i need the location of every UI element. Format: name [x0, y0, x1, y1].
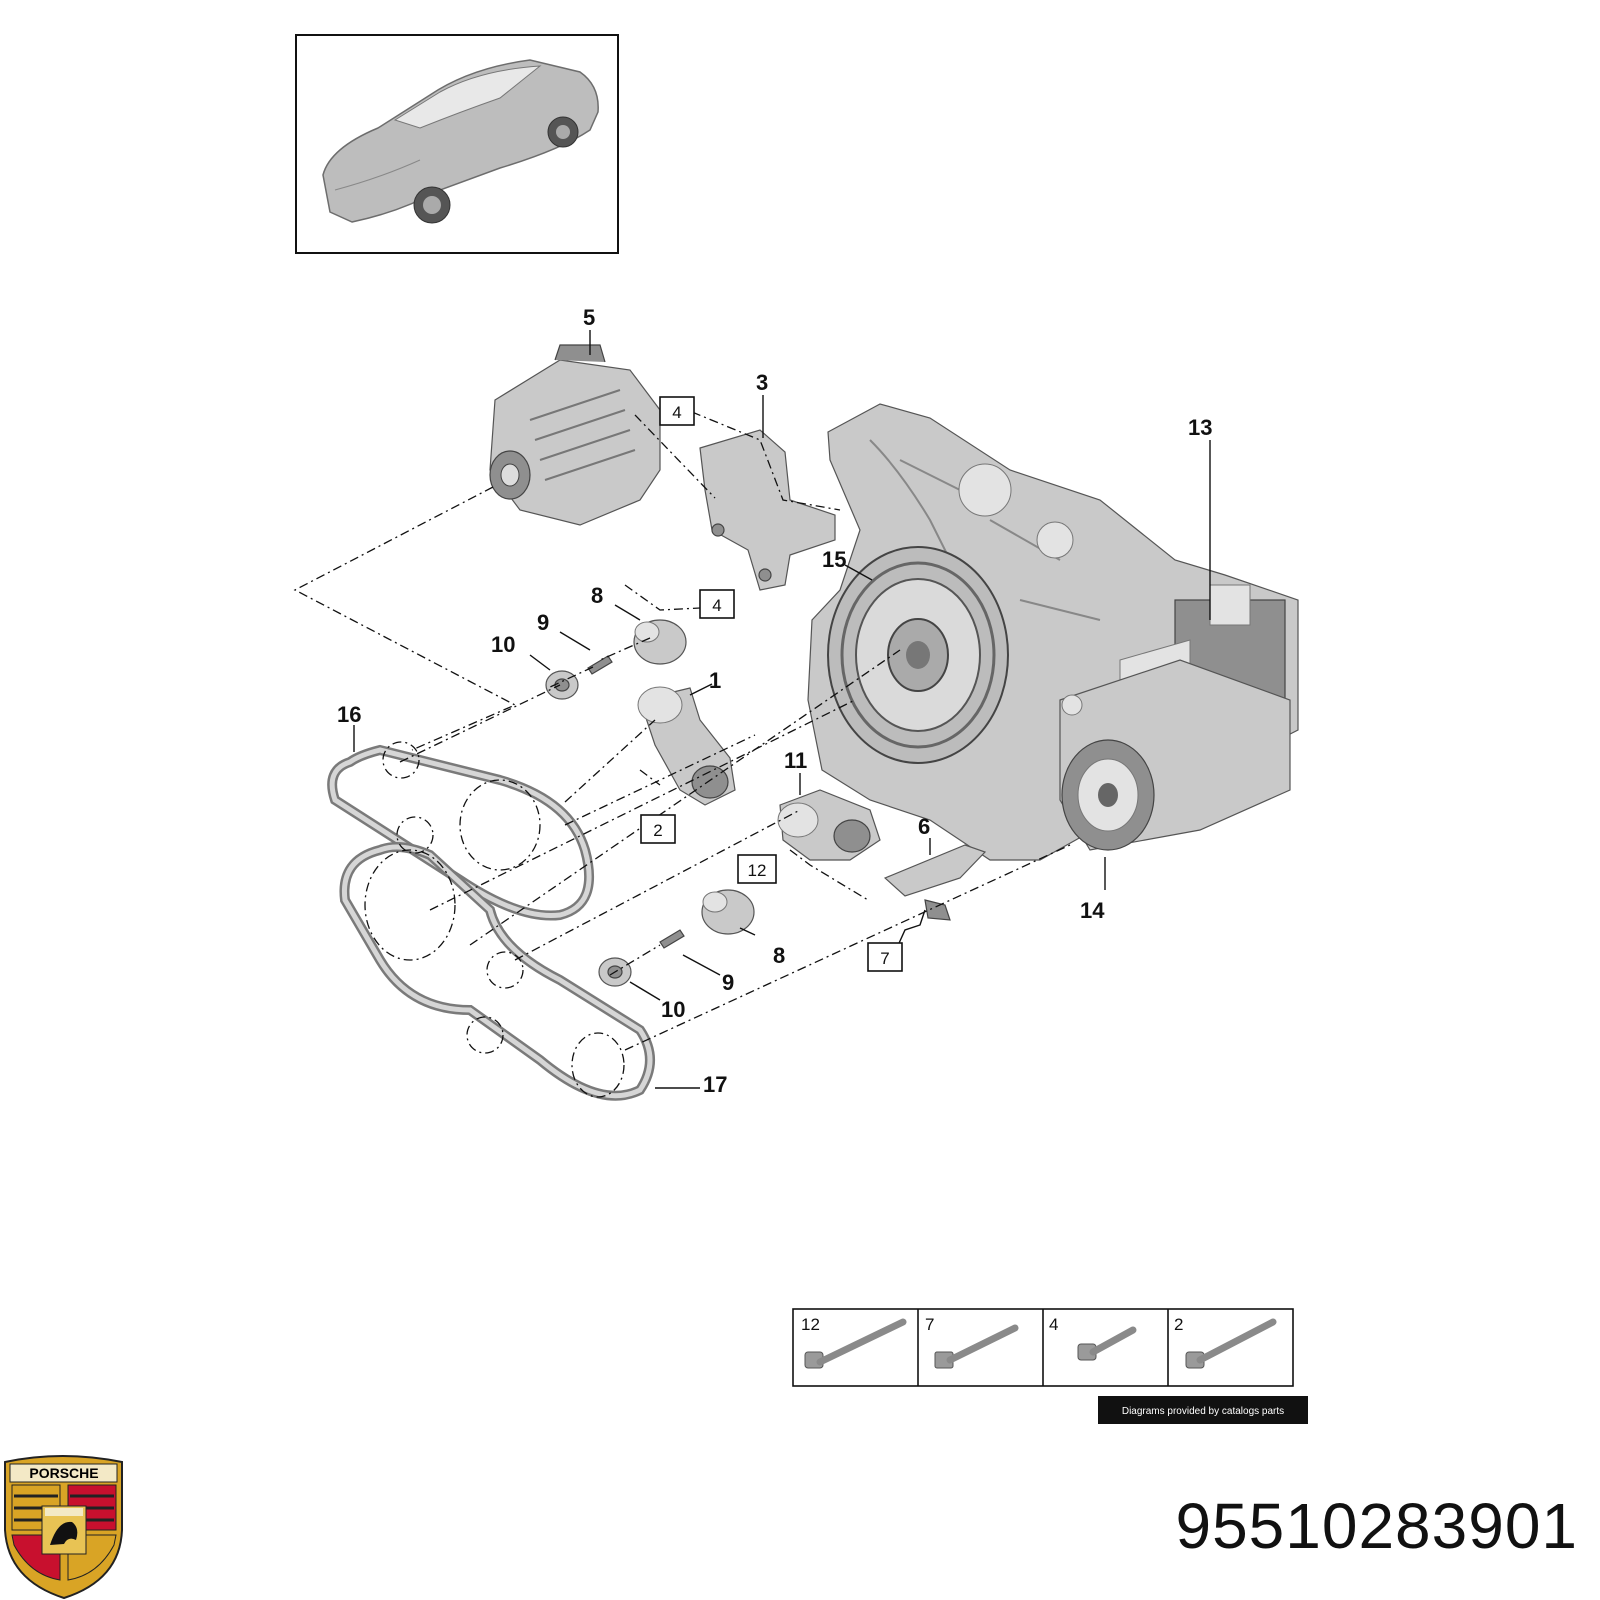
- box-ref-4-top: 4: [659, 396, 695, 426]
- part-number: 95510283901: [1175, 1490, 1578, 1562]
- belt-tensioner-11: [777, 789, 881, 861]
- callout-13: 13: [1188, 415, 1212, 440]
- pulley-reference-circles: [364, 741, 625, 1098]
- callout-14: 14: [1080, 898, 1105, 923]
- callout-3: 3: [756, 370, 768, 395]
- callout-9-top: 9: [537, 610, 549, 635]
- bolt-9-bottom: [659, 929, 685, 949]
- box-ref-12: 12: [737, 854, 777, 884]
- drive-belt-17: [339, 841, 655, 1101]
- box-ref-2: 2: [640, 814, 676, 844]
- svg-text:2: 2: [1174, 1315, 1183, 1334]
- callout-17: 17: [703, 1072, 727, 1097]
- svg-text:4: 4: [712, 596, 721, 615]
- callout-8-top: 8: [591, 583, 603, 608]
- crank-pulley: [827, 546, 1009, 764]
- svg-text:PORSCHE: PORSCHE: [29, 1465, 98, 1481]
- belt-tensioner-1: [637, 686, 736, 806]
- fastener-cell-2: 2: [1174, 1315, 1277, 1369]
- callout-8-bottom: 8: [773, 943, 785, 968]
- assembly-lines: [293, 411, 1071, 1051]
- ac-compressor: [1059, 659, 1291, 851]
- callout-10-top: 10: [491, 632, 515, 657]
- callout-11: 11: [784, 748, 807, 773]
- alternator: [489, 344, 661, 526]
- bolt-9-top: [587, 655, 613, 675]
- fastener-cell-7: 7: [925, 1315, 1019, 1369]
- callout-9-bottom: 9: [722, 970, 734, 995]
- drive-belt-16: [327, 744, 595, 921]
- callout-1: 1: [709, 668, 721, 693]
- boxed-references: 4 4 2 12 7: [640, 396, 903, 972]
- callout-16: 16: [337, 702, 361, 727]
- svg-text:2: 2: [653, 821, 662, 840]
- callout-6: 6: [918, 814, 930, 839]
- callout-10-bottom: 10: [661, 997, 685, 1022]
- svg-text:4: 4: [1049, 1315, 1058, 1334]
- mounting-bracket: [699, 429, 836, 591]
- svg-text:12: 12: [748, 861, 767, 880]
- long-bolt-icon: [1185, 1318, 1277, 1369]
- idler-roller-8-top: [633, 619, 687, 665]
- credit-text: Diagrams provided by catalogs parts: [1122, 1406, 1284, 1417]
- short-bolt-icon: [1077, 1326, 1137, 1361]
- vehicle-thumbnail: [295, 34, 619, 254]
- fastener-cell-12: 12: [801, 1315, 907, 1369]
- credit-banner: Diagrams provided by catalogs parts: [1098, 1396, 1308, 1424]
- porsche-crest-icon: PORSCHE: [4, 1455, 123, 1600]
- flange-bolt-icon: [934, 1324, 1019, 1369]
- car-icon: [322, 59, 599, 224]
- fastener-table: 12 7 4 2: [792, 1308, 1294, 1387]
- svg-text:7: 7: [925, 1315, 934, 1334]
- cap-10-top: [545, 670, 579, 700]
- tensioner-bracket-6: [883, 844, 987, 921]
- idler-roller-8-bottom: [701, 889, 755, 935]
- long-bolt-icon: [804, 1318, 907, 1369]
- fastener-cell-4: 4: [1049, 1315, 1137, 1361]
- leader-lines: [353, 330, 1211, 1089]
- callout-15: 15: [822, 547, 846, 572]
- box-ref-4-bottom: 4: [699, 589, 735, 619]
- callout-labels: 5 3 13 15 8 9 10 1 16 11 6 14 8 9 10 17: [337, 305, 1212, 1097]
- svg-text:4: 4: [672, 403, 681, 422]
- callout-5: 5: [583, 305, 595, 330]
- box-ref-7: 7: [867, 942, 903, 972]
- svg-text:12: 12: [801, 1315, 820, 1334]
- svg-text:7: 7: [880, 949, 889, 968]
